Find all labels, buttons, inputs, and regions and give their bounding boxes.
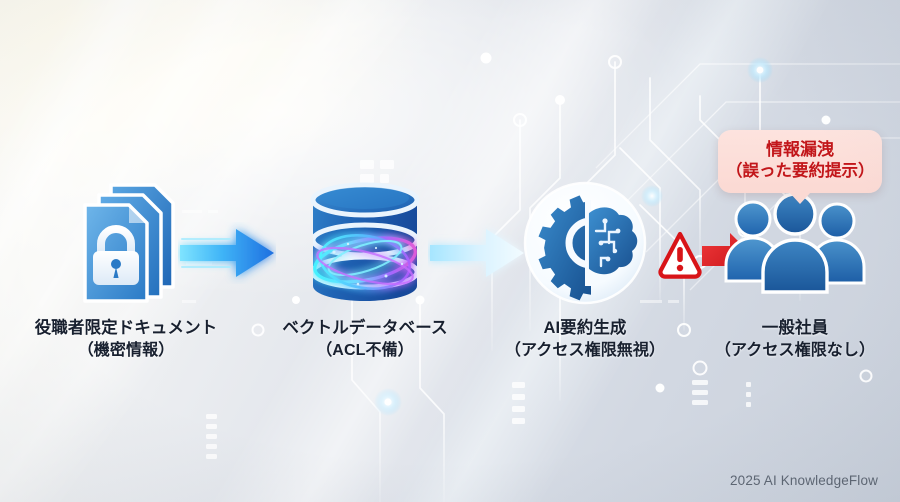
gear-brain-ai-icon — [485, 168, 685, 318]
flow-node-general-staff: 一般社員 （アクセス権限なし） — [695, 168, 895, 361]
node-title: ベクトルデータベース — [282, 319, 448, 337]
flow-node-documents: 役職者限定ドキュメント （機密情報） — [26, 168, 226, 361]
flow-arrow-1 — [178, 222, 276, 289]
flow-arrow-2 — [428, 222, 526, 289]
footer-credit: 2025 AI KnowledgeFlow — [730, 473, 878, 488]
node-title: 役職者限定ドキュメント — [34, 319, 218, 337]
node-caption-vector-database: ベクトルデータベース （ACL不備） — [265, 318, 465, 361]
node-title: AI要約生成 — [543, 319, 627, 337]
locked-documents-icon — [26, 168, 226, 318]
warning-triangle-icon — [658, 231, 702, 279]
node-caption-ai-summary: AI要約生成 （アクセス権限無視） — [485, 318, 685, 361]
callout-line-1: 情報漏洩 — [766, 140, 834, 159]
callout-tail — [789, 191, 811, 204]
leak-callout: 情報漏洩 （誤った要約提示） — [718, 130, 882, 204]
node-subtitle: （アクセス権限なし） — [714, 341, 876, 359]
database-cylinder-icon — [265, 168, 465, 318]
flow-node-ai-summary: AI要約生成 （アクセス権限無視） — [485, 168, 685, 361]
node-caption-general-staff: 一般社員 （アクセス権限なし） — [695, 318, 895, 361]
node-title: 一般社員 — [761, 319, 829, 337]
node-subtitle: （ACL不備） — [316, 341, 414, 359]
flow-node-vector-database: ベクトルデータベース （ACL不備） — [265, 168, 465, 361]
callout-line-2: （誤った要約提示） — [726, 162, 875, 181]
node-subtitle: （機密情報） — [77, 341, 175, 359]
node-caption-documents: 役職者限定ドキュメント （機密情報） — [26, 318, 226, 361]
node-subtitle: （アクセス権限無視） — [504, 341, 666, 359]
people-group-icon — [695, 168, 895, 318]
